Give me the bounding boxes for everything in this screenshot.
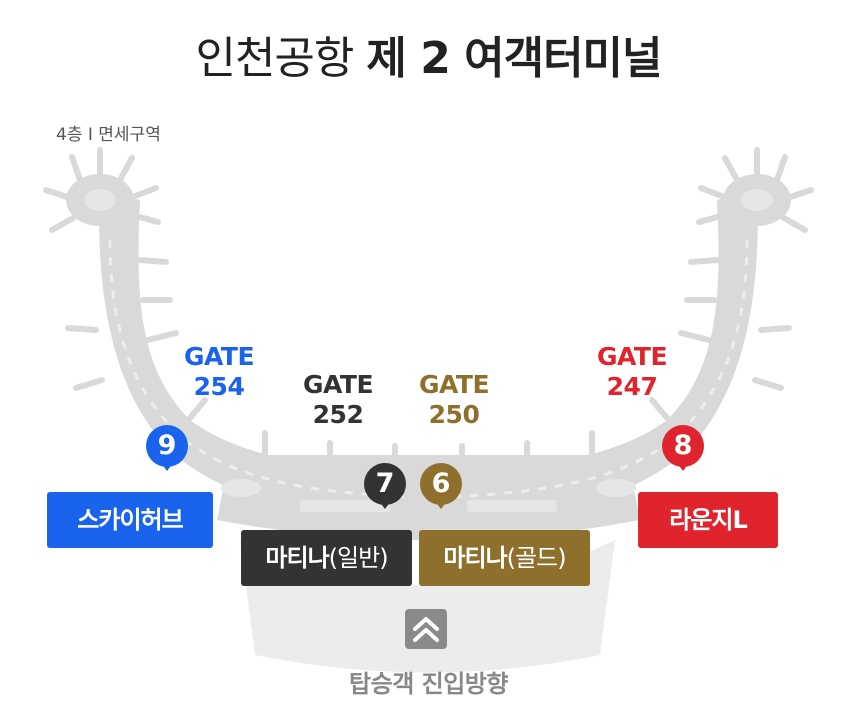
lounge-label-skyhub[interactable]: 스카이허브 [47,492,213,548]
lounge-suffix: (골드) [506,544,567,572]
gate-247-label: GATE 247 [567,342,697,402]
gate-250-number: 250 [428,400,480,429]
gate-254-number: 254 [193,372,245,401]
lower-floor-area [240,540,615,673]
gate-247-prefix: GATE [596,342,668,371]
lounge-label-lounge-l[interactable]: 라운지L [638,492,778,548]
gate-250-prefix: GATE [418,370,490,399]
page-title: 인천공항 제 2 여객터미널 [0,22,857,86]
lounge-pin-6[interactable]: 6 [420,463,462,509]
gate-252-number: 252 [312,400,364,429]
lounge-pin-8[interactable]: 8 [662,425,704,471]
lounge-name: 마티나 [265,544,329,572]
gate-254-label: GATE 254 [154,342,284,402]
gate-254-prefix: GATE [183,342,255,371]
title-terminal: 제 2 여객터미널 [366,33,662,84]
double-chevron-up-icon [405,609,447,649]
gate-252-prefix: GATE [302,370,374,399]
lounge-pin-7[interactable]: 7 [364,463,406,509]
lounge-name: 스카이허브 [77,506,183,534]
title-airport: 인천공항 [195,33,354,84]
lounge-label-matina-general[interactable]: 마티나(일반) [241,530,412,586]
floor-label: 4층 I 면세구역 [56,125,161,145]
lounge-pin-9[interactable]: 9 [146,425,188,471]
gate-247-number: 247 [606,372,658,401]
lounge-name: 마티나 [443,544,507,572]
lounge-suffix: (일반) [328,544,389,572]
lounge-name: 라운지L [669,506,748,534]
gate-252-label: GATE 252 [273,370,403,430]
lounge-label-matina-gold[interactable]: 마티나(골드) [419,530,590,586]
gate-250-label: GATE 250 [389,370,519,430]
direction-label: 탑승객 진입방향 [349,670,508,698]
